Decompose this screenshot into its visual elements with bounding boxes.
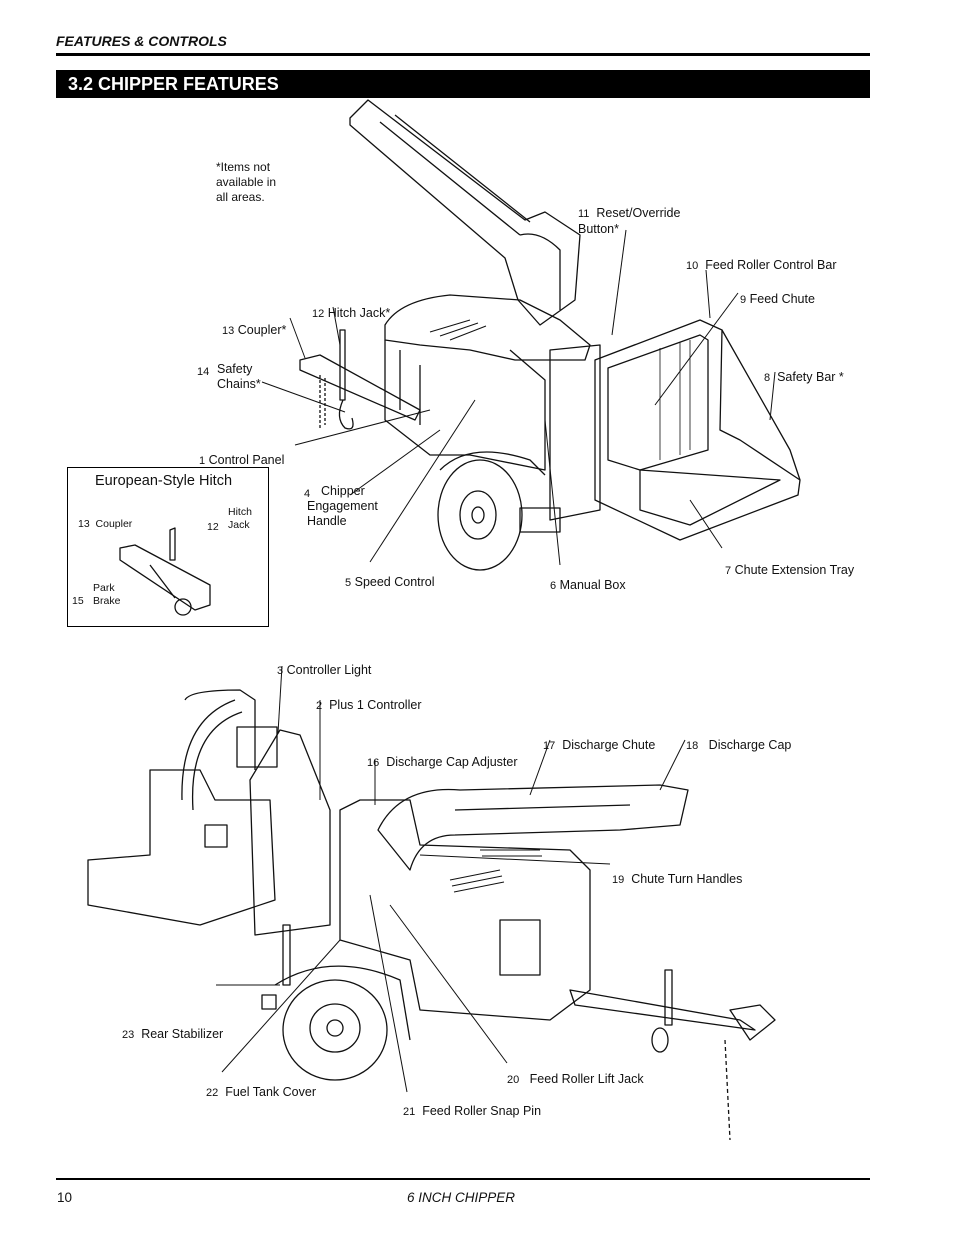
- callout-label: Feed Roller Lift Jack: [529, 1072, 644, 1086]
- callout-label: Chipper Engagement Handle: [307, 484, 378, 528]
- callout-label: Feed Roller Snap Pin: [422, 1104, 542, 1118]
- wheel-bottom-drawing: [282, 979, 388, 1081]
- callout-label: Plus 1 Controller: [329, 698, 422, 712]
- callout-label: Discharge Cap Adjuster: [386, 755, 518, 769]
- callout-10: 10 Feed Roller Control Bar: [686, 243, 837, 274]
- callout-label: Safety Chains*: [217, 362, 261, 391]
- footer-title: 6 INCH CHIPPER: [407, 1190, 516, 1205]
- callout-label: Park Brake: [93, 582, 121, 607]
- discharge-chute-top-drawing: [349, 99, 581, 326]
- callout-number: 3: [277, 665, 284, 677]
- callout-label: Feed Chute: [749, 292, 815, 306]
- callout-16: 16 Discharge Cap Adjuster: [367, 740, 518, 771]
- callout-20: 20 Feed Roller Lift Jack: [507, 1057, 644, 1088]
- callout-label: Hitch Jack: [228, 506, 252, 531]
- section-header: FEATURES & CONTROLS: [56, 33, 227, 49]
- feed-chute-drawing: [594, 319, 801, 541]
- callout-label: Chute Extension Tray: [734, 563, 855, 577]
- callout-label: Hitch Jack*: [327, 306, 391, 320]
- callout-number: 1: [199, 455, 206, 467]
- callout-18: 18 Discharge Cap: [686, 723, 791, 754]
- callout-9: 9 Feed Chute: [740, 277, 815, 308]
- callout-number: 10: [686, 260, 699, 272]
- callout-number: 22: [206, 1087, 219, 1099]
- callout-13: 13 Coupler*: [222, 308, 286, 339]
- callout-number: 2: [316, 700, 323, 712]
- callout-label: Discharge Chute: [562, 738, 656, 752]
- callout-number: 11: [578, 208, 590, 220]
- engine-hood-top-drawing: [384, 294, 591, 361]
- callout-number: 17: [543, 740, 556, 752]
- callout-1: 1 Control Panel: [199, 438, 284, 469]
- inset-callout-13: 13 Coupler: [78, 505, 132, 531]
- section-title: 3.2 CHIPPER FEATURES: [56, 70, 870, 98]
- callout-8: 8 Safety Bar *: [764, 355, 844, 386]
- callout-number: 6: [550, 580, 557, 592]
- callout-number: 13: [78, 518, 90, 530]
- callout-number: 9: [740, 294, 747, 306]
- callout-2: 2 Plus 1 Controller: [316, 683, 421, 714]
- callout-number: 13: [222, 325, 235, 337]
- callout-label: Discharge Cap: [708, 738, 792, 752]
- callout-number: 18: [686, 740, 699, 752]
- callout-label: Controller Light: [286, 663, 372, 677]
- footer-rule: [56, 1178, 870, 1180]
- callout-22: 22 Fuel Tank Cover: [206, 1070, 316, 1101]
- callout-19: 19 Chute Turn Handles: [612, 857, 742, 888]
- engine-bottom-drawing: [339, 799, 591, 1021]
- feed-chute-bottom-drawing: [87, 769, 276, 926]
- callout-label: Fuel Tank Cover: [225, 1085, 316, 1099]
- callout-number: 12: [312, 308, 325, 320]
- callout-number: 20: [507, 1074, 520, 1086]
- header-rule: [56, 53, 870, 56]
- callout-3: 3 Controller Light: [277, 648, 371, 679]
- callout-label: Safety Bar *: [777, 370, 844, 384]
- callout-number: 16: [367, 757, 380, 769]
- callout-label: Speed Control: [354, 575, 435, 589]
- european-hitch-inset: [67, 467, 269, 627]
- callout-label: Rear Stabilizer: [141, 1027, 224, 1041]
- callout-number: 8: [764, 372, 771, 384]
- callout-number: 5: [345, 577, 352, 589]
- callout-number: 23: [122, 1029, 135, 1041]
- callout-11: 11 Reset/Override Button*: [578, 191, 680, 237]
- callout-label: Manual Box: [559, 578, 626, 592]
- inset-callout-12: 12 Hitch Jack: [207, 506, 252, 547]
- callout-label: Control Panel: [208, 453, 285, 467]
- callout-6: 6 Manual Box: [550, 563, 626, 594]
- page-number: 10: [57, 1190, 73, 1205]
- callout-number: 19: [612, 874, 625, 886]
- inset-hitch-drawing: [119, 544, 211, 611]
- callout-number: 12: [207, 521, 219, 533]
- callout-7: 7 Chute Extension Tray: [725, 548, 854, 579]
- callout-number: 14: [197, 366, 210, 378]
- callout-label: Coupler: [95, 518, 133, 530]
- callout-17: 17 Discharge Chute: [543, 723, 655, 754]
- callout-number: 7: [725, 565, 732, 577]
- tongue-bottom-drawing: [569, 989, 756, 1031]
- callout-21: 21 Feed Roller Snap Pin: [403, 1089, 541, 1120]
- callout-14: 14 Safety Chains*: [197, 362, 261, 391]
- inset-callout-15: 15 Park Brake: [72, 582, 120, 621]
- callout-label: Reset/Override Button*: [578, 206, 681, 236]
- inset-title: European-Style Hitch: [95, 473, 233, 489]
- callout-number: 21: [403, 1106, 416, 1118]
- callout-label: Feed Roller Control Bar: [705, 258, 837, 272]
- callout-12: 12 Hitch Jack*: [312, 291, 390, 322]
- callout-label: Chute Turn Handles: [631, 872, 743, 886]
- tongue-top-drawing: [299, 354, 421, 421]
- callout-label: Coupler*: [237, 323, 287, 337]
- callout-5: 5 Speed Control: [345, 560, 435, 591]
- discharge-chute-bottom-drawing: [377, 784, 689, 871]
- callout-4: 4 Chipper Engagement Handle: [304, 484, 378, 528]
- wheel-top-drawing: [437, 459, 523, 571]
- callout-number: 15: [72, 595, 84, 607]
- callout-number: 4: [304, 488, 311, 500]
- callout-23: 23 Rear Stabilizer: [122, 1012, 223, 1043]
- availability-note: *Items not available in all areas.: [216, 160, 277, 204]
